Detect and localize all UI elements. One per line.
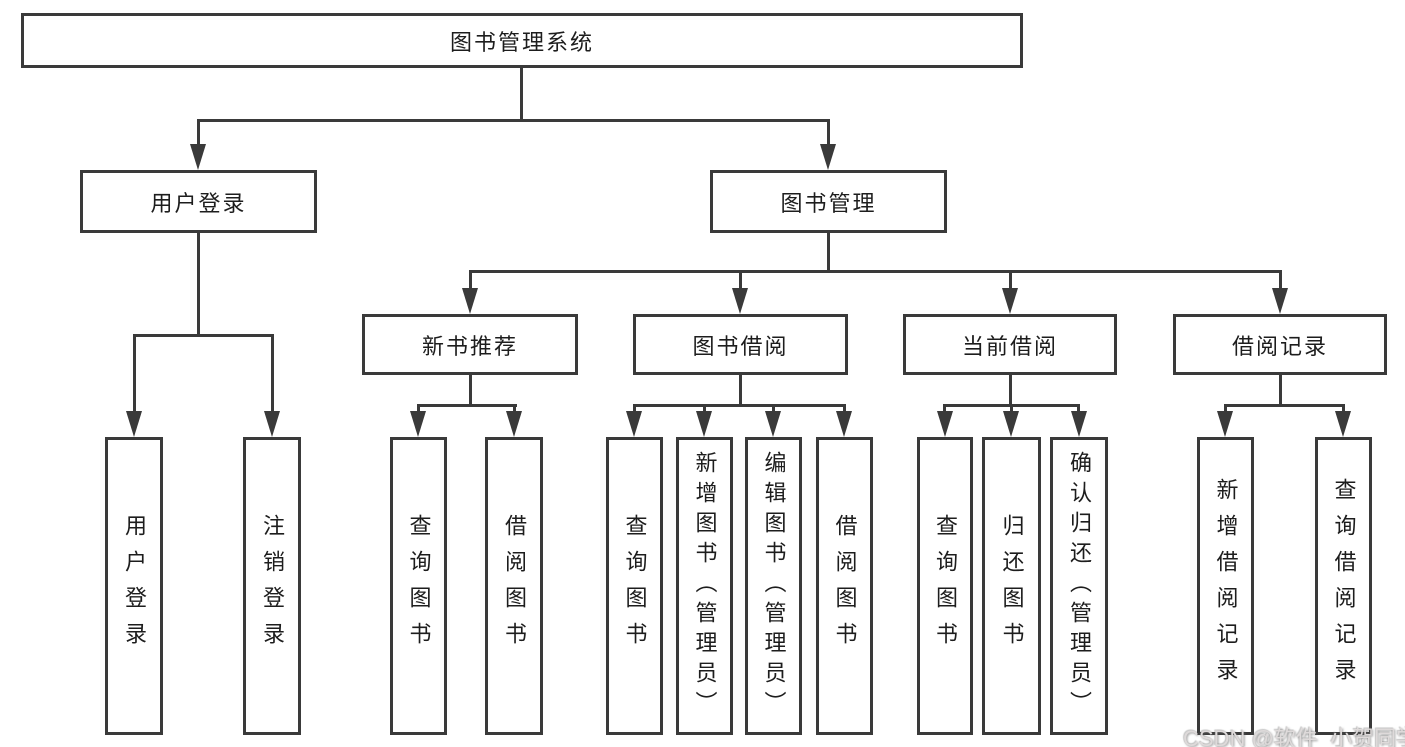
connector-line (739, 374, 742, 407)
arrow-down-icon (696, 411, 712, 437)
connector-line (1279, 374, 1282, 407)
node-new-book-recommendation: 新书推荐 (362, 314, 578, 375)
node-label: 用户登录 (150, 190, 247, 216)
connector-line (633, 404, 636, 413)
arrow-down-icon (626, 411, 642, 437)
node-book-borrowing: 图书借阅 (633, 314, 848, 375)
node-label: 图书借阅 (692, 333, 789, 359)
arrow-down-icon (732, 288, 748, 314)
node-label: 图书管理 (780, 190, 877, 216)
node-label: 注销登录 (260, 514, 285, 658)
node-label: 查询图书 (406, 514, 432, 658)
connector-line (513, 404, 516, 413)
leaf-query-books-recommend: 查询图书 (390, 437, 447, 735)
node-book-management: 图书管理 (710, 170, 947, 233)
connector-line (1279, 270, 1282, 292)
connector-line (417, 404, 420, 413)
leaf-query-borrow-record: 查询借阅记录 (1315, 437, 1372, 735)
connector-line (1009, 270, 1012, 292)
connector-line (1077, 404, 1080, 413)
node-label: 借阅图书 (502, 514, 527, 658)
node-label: 新书推荐 (421, 333, 518, 359)
connector-line (418, 404, 517, 407)
node-label: 查询图书 (622, 514, 648, 658)
node-label: 查询图书 (933, 514, 958, 658)
leaf-add-borrow-record: 新增借阅记录 (1197, 437, 1254, 735)
arrow-down-icon (1217, 411, 1233, 437)
arrow-down-icon (462, 288, 478, 314)
arrow-down-icon (126, 411, 142, 437)
connector-line (843, 404, 846, 413)
node-label: 借阅图书 (832, 514, 858, 658)
node-label: 用户登录 (122, 514, 147, 658)
leaf-return-book: 归还图书 (982, 437, 1041, 735)
connector-line (703, 404, 706, 413)
node-label: 当前借阅 (961, 333, 1058, 359)
node-root: 图书管理系统 (21, 13, 1023, 68)
arrow-down-icon (190, 144, 206, 170)
node-user-login: 用户登录 (80, 170, 317, 233)
node-label: 查询借阅记录 (1331, 478, 1357, 694)
leaf-add-book-admin: 新增图书（管理员） (676, 437, 733, 735)
connector-line (943, 404, 946, 413)
node-borrowing-records: 借阅记录 (1173, 314, 1387, 375)
leaf-borrow-books: 借阅图书 (816, 437, 873, 735)
connector-line (1010, 404, 1013, 413)
connector-line (197, 119, 830, 122)
node-label: 新增图书（管理员） (692, 451, 718, 721)
arrow-down-icon (937, 411, 953, 437)
node-label: 图书管理系统 (449, 29, 594, 55)
leaf-confirm-return-admin: 确认归还（管理员） (1050, 437, 1108, 735)
connector-line (271, 334, 274, 413)
leaf-query-books-borrow: 查询图书 (606, 437, 663, 735)
connector-line (197, 233, 200, 337)
connector-line (633, 404, 845, 407)
node-label: 新增借阅记录 (1213, 478, 1239, 694)
connector-line (469, 270, 472, 292)
connector-line (827, 119, 830, 147)
leaf-edit-book-admin: 编辑图书（管理员） (745, 437, 802, 735)
arrow-down-icon (1003, 411, 1019, 437)
leaf-logout: 注销登录 (243, 437, 301, 735)
leaf-user-login: 用户登录 (105, 437, 163, 735)
connector-line (739, 270, 742, 292)
connector-line (133, 334, 136, 413)
node-label: 确认归还（管理员） (1067, 451, 1092, 721)
connector-line (469, 270, 1282, 273)
arrow-down-icon (1272, 288, 1288, 314)
connector-line (520, 68, 523, 122)
arrow-down-icon (1071, 411, 1087, 437)
node-label: 编辑图书（管理员） (761, 451, 787, 721)
arrow-down-icon (1002, 288, 1018, 314)
connector-line (197, 119, 200, 147)
arrow-down-icon (506, 411, 522, 437)
node-label: 借阅记录 (1231, 333, 1328, 359)
node-current-borrowing: 当前借阅 (903, 314, 1117, 375)
connector-line (1224, 404, 1227, 413)
connector-line (469, 374, 472, 407)
leaf-borrow-books-recommend: 借阅图书 (485, 437, 543, 735)
watermark: CSDN @软件_小贺同学 (1183, 726, 1405, 747)
connector-line (1009, 374, 1012, 407)
arrow-down-icon (264, 411, 280, 437)
arrow-down-icon (765, 411, 781, 437)
leaf-query-books-current: 查询图书 (917, 437, 973, 735)
connector-line (1224, 404, 1344, 407)
connector-line (772, 404, 775, 413)
arrow-down-icon (820, 144, 836, 170)
arrow-down-icon (410, 411, 426, 437)
arrow-down-icon (1335, 411, 1351, 437)
connector-line (827, 233, 830, 273)
connector-line (133, 334, 274, 337)
connector-line (1342, 404, 1345, 413)
arrow-down-icon (836, 411, 852, 437)
node-label: 归还图书 (999, 514, 1025, 658)
